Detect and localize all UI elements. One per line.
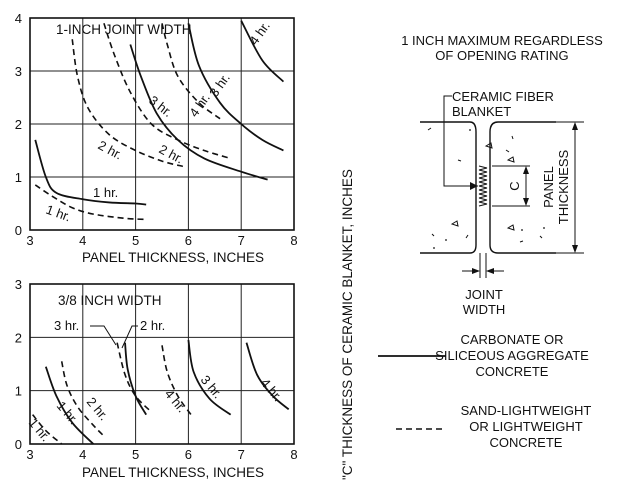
top-chart-grid <box>29 17 295 231</box>
panel-thickness-dimension <box>556 121 584 254</box>
top-ytick-label: 3 <box>15 64 22 79</box>
c-label: C <box>507 181 522 190</box>
top-series-5-dashed <box>103 23 231 160</box>
top-ytick-label: 4 <box>15 11 22 26</box>
c-dimension-arrows <box>523 166 529 206</box>
legend-dashed-line-1: SAND-LIGHTWEIGHT <box>461 403 592 418</box>
joint-width-dimension <box>462 253 504 278</box>
blanket-leader <box>443 95 478 187</box>
bot-plot-frame <box>29 283 295 445</box>
top-xtick-label: 7 <box>238 233 245 248</box>
leader-3hr <box>90 325 117 346</box>
joint-width-arrows <box>472 268 494 274</box>
bot-series-5-dashed <box>116 342 153 413</box>
joint-label-1: JOINT <box>465 287 503 302</box>
top-label-2hr-dashed: 2 hr. <box>96 137 125 162</box>
top-series-7-dashed <box>161 23 221 120</box>
top-label-1hr-dashed: 1 hr. <box>44 202 73 225</box>
top-chart-title: 1-INCH JOINT WIDTH <box>56 22 192 37</box>
note-line-2: OF OPENING RATING <box>435 48 568 63</box>
top-label-4hr-dashed: 4 hr. <box>186 90 213 119</box>
top-plot-frame <box>29 17 295 231</box>
top-label-3hr-dashed: 3 hr. <box>146 93 175 120</box>
bot-series-0-solid <box>44 366 94 445</box>
top-ytick-label: 2 <box>15 117 22 132</box>
legend-solid-line-3: CONCRETE <box>476 364 549 379</box>
bottom-chart-title: 3/8 INCH WIDTH <box>58 293 162 308</box>
bottom-label-2hr-solid: 2 hr. <box>140 318 165 333</box>
top-ytick-label: 1 <box>15 170 22 185</box>
bot-ytick-label: 0 <box>15 437 22 452</box>
bot-ytick-label: 2 <box>15 330 22 345</box>
bottom-chart-ticks: 3 4 5 6 7 8 0 1 2 3 <box>15 277 298 462</box>
leader-2hr <box>121 325 138 349</box>
joint-label-2: WIDTH <box>463 302 506 317</box>
bot-xtick-label: 4 <box>79 447 86 462</box>
top-xtick-label: 6 <box>185 233 192 248</box>
legend: CARBONATE OR SILICEOUS AGGREGATE CONCRET… <box>378 332 591 450</box>
blanket-label-2: BLANKET <box>452 104 511 119</box>
joint-detail-diagram: 1 INCH MAXIMUM REGARDLESS OF OPENING RAT… <box>401 33 603 317</box>
top-xtick-label: 5 <box>132 233 139 248</box>
top-label-2hr-solid: 2 hr. <box>157 141 186 166</box>
bottom-chart-xlabel: PANEL THICKNESS, INCHES <box>82 465 264 480</box>
bottom-chart-series <box>32 339 290 445</box>
top-series-4-solid <box>187 23 284 152</box>
legend-dashed-line-3: CONCRETE <box>490 435 563 450</box>
bot-ytick-label: 3 <box>15 277 22 292</box>
bot-xtick-label: 5 <box>132 447 139 462</box>
top-xtick-label: 8 <box>290 233 297 248</box>
bot-ytick-label: 1 <box>15 384 22 399</box>
bot-xtick-label: 7 <box>238 447 245 462</box>
blanket-label-1: CERAMIC FIBER <box>452 89 554 104</box>
top-chart: 3 4 5 6 7 8 0 1 2 3 4 1-INCH JOINT WIDTH PANEL THI… <box>15 11 298 265</box>
top-xtick-label: 4 <box>79 233 86 248</box>
shared-ylabel: "C" THICKNESS OF CERAMIC BLANKET, INCHES <box>340 169 355 480</box>
top-series-1-dashed <box>34 184 147 221</box>
top-chart-series <box>34 20 285 221</box>
bottom-label-3hr-solid: 3 hr. <box>198 372 226 401</box>
bottom-label-1hr-solid: 1 hr. <box>54 398 82 427</box>
top-series-6-solid <box>240 20 285 83</box>
top-xtick-label: 3 <box>26 233 33 248</box>
bot-series-7-dashed <box>161 345 192 416</box>
left-panel <box>420 121 477 254</box>
bot-xtick-label: 6 <box>185 447 192 462</box>
bot-xtick-label: 8 <box>290 447 297 462</box>
legend-solid-line-2: SILICEOUS AGGREGATE <box>435 348 589 363</box>
top-ytick-label: 0 <box>15 223 22 238</box>
legend-dashed-line-2: OR LIGHTWEIGHT <box>469 419 582 434</box>
top-label-3hr-solid: 3 hr. <box>206 70 233 99</box>
bottom-chart: 3 4 5 6 7 8 0 1 2 3 3/8 INCH WIDTH PANEL THICKNES… <box>15 277 298 480</box>
bot-series-1-dashed <box>32 414 63 445</box>
top-series-0-solid <box>34 139 147 206</box>
top-label-1hr-solid: 1 hr. <box>93 185 118 200</box>
bot-xtick-label: 3 <box>26 447 33 462</box>
bot-series-6-solid <box>245 342 290 411</box>
aggregate-texture <box>427 127 545 249</box>
panel-label-1: PANEL <box>541 166 556 208</box>
legend-solid-line-1: CARBONATE OR <box>460 332 563 347</box>
blanket-leader-arrow <box>470 182 478 190</box>
top-series-3-dashed <box>71 39 184 168</box>
bot-series-2-solid <box>124 342 147 416</box>
bottom-label-3hr-dashed: 3 hr. <box>54 318 79 333</box>
right-panel <box>489 121 556 254</box>
top-label-4hr-solid: 4 hr. <box>246 18 273 47</box>
note-line-1: 1 INCH MAXIMUM REGARDLESS <box>401 33 603 48</box>
bottom-chart-grid <box>29 283 295 445</box>
bottom-label-4hr-solid: 4 hr. <box>258 375 286 404</box>
bot-series-4-solid <box>187 339 232 416</box>
top-chart-xlabel: PANEL THICKNESS, INCHES <box>82 250 264 265</box>
panel-label-2: THICKNESS <box>556 149 571 224</box>
ceramic-blanket <box>478 165 488 207</box>
top-chart-ticks: 3 4 5 6 7 8 0 1 2 3 4 <box>15 11 298 248</box>
